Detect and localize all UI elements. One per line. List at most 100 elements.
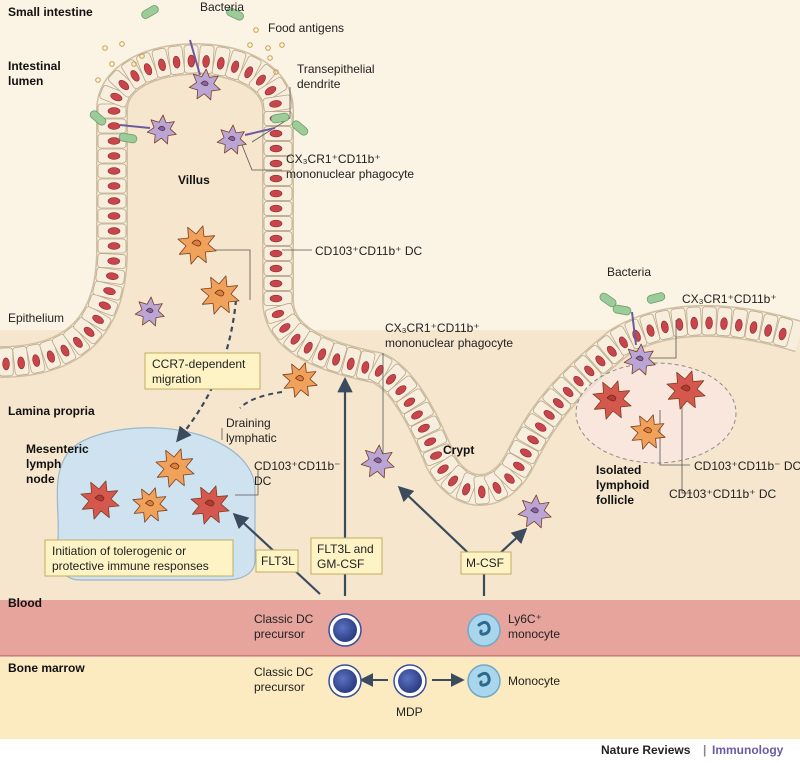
- epithelial-cell: [211, 46, 231, 77]
- label-transepithelial: Transepithelial: [297, 62, 375, 76]
- epithelial-cell: [263, 231, 293, 246]
- label-migration: migration: [152, 372, 201, 386]
- epithelial-cell: [473, 475, 490, 505]
- credit-journal: Nature Reviews: [601, 743, 691, 757]
- credit-section: Immunology: [712, 743, 784, 757]
- epithelial-cell: [311, 337, 334, 368]
- epithelial-cell: [99, 85, 130, 108]
- epithelial-cell: [368, 354, 393, 385]
- epithelial-cell: [263, 171, 293, 186]
- text-labels: Small intestine Intestinal lumen Villus …: [8, 0, 800, 719]
- label-mcsf: M-CSF: [466, 556, 504, 570]
- epithelial-cell: [63, 326, 90, 356]
- label-precursor-blood: precursor: [254, 627, 305, 641]
- epithelial-cell: [296, 331, 322, 361]
- classic-dc-precursor-blood: [328, 613, 362, 647]
- epithelial-cell: [263, 201, 293, 216]
- epithelial-cell: [263, 246, 293, 261]
- draining-dash: [239, 391, 283, 409]
- label-food-antigens: Food antigens: [268, 21, 344, 35]
- phagocyte-ilf: [623, 343, 656, 376]
- label-bone-marrow: Bone marrow: [8, 661, 85, 675]
- epithelial-cell: [410, 415, 441, 440]
- epithelial-cell: [455, 472, 479, 503]
- dendrite-right: [244, 127, 276, 136]
- label-ly6c: Ly6C⁺: [508, 612, 542, 626]
- epithelial-cell: [167, 45, 186, 75]
- label-mono-phago-villus: mononuclear phagocyte: [286, 167, 414, 181]
- label-draining: Draining: [226, 416, 271, 430]
- label-mesenteric: Mesenteric: [26, 442, 89, 456]
- epithelial-cell: [509, 439, 540, 465]
- epithelial-cell: [283, 323, 311, 353]
- label-villus: Villus: [178, 173, 210, 187]
- label-mono-phago-crypt: mononuclear phagocyte: [385, 336, 513, 350]
- classic-dc-precursor-bm: [328, 664, 362, 698]
- label-small-intestine: Small intestine: [8, 5, 93, 19]
- epithelial-cell: [136, 52, 159, 83]
- epithelial-cell: [97, 253, 127, 269]
- label-bacteria-right: Bacteria: [607, 265, 651, 279]
- dc-lamina-migrating: [282, 362, 318, 398]
- dc-villus-2: [200, 275, 240, 315]
- epithelial-cell: [758, 313, 779, 344]
- monocyte-bm: [467, 664, 501, 698]
- epithelial-cell: [262, 94, 293, 113]
- label-cx3-villus: CX₃CR1⁺CD11b⁺: [286, 152, 381, 166]
- food-antigen: [102, 45, 108, 51]
- phagocyte-villus-right: [216, 124, 247, 155]
- label-cx3-crypt: CX₃CR1⁺CD11b⁺: [385, 321, 480, 335]
- bacterium: [226, 7, 244, 21]
- food-antigen: [279, 42, 285, 48]
- epithelial-cell: [502, 452, 533, 478]
- label-flt3l-and: FLT3L and: [317, 542, 374, 556]
- food-antigen: [131, 61, 137, 67]
- bacterium: [118, 132, 138, 144]
- epithelial-cell: [585, 345, 613, 374]
- epithelial-cell: [484, 471, 509, 502]
- label-lymphatic: lymphatic: [226, 431, 277, 445]
- epithelial-cell: [772, 317, 794, 348]
- epithelial-cell: [26, 343, 46, 374]
- epithelial-cell: [263, 261, 293, 276]
- label-dendrite: dendrite: [297, 77, 341, 91]
- flt3l-gmcsf-box: [310, 537, 383, 575]
- dc-mln-3: [132, 487, 168, 523]
- epithelial-cell: [237, 55, 262, 86]
- label-cd103-ilf-neg: CD103⁺CD11b⁻ DC: [694, 459, 800, 473]
- epithelial-cell: [12, 346, 30, 376]
- ly6c-monocyte-blood: [467, 613, 501, 647]
- epithelial-cell: [610, 325, 635, 356]
- epithelial-cell: [416, 429, 448, 453]
- epithelial-cell: [639, 313, 661, 344]
- bacterium: [612, 304, 632, 316]
- label-intestinal: Intestinal: [8, 59, 61, 73]
- epithelial-cell: [39, 339, 62, 370]
- label-precursor-bm: precursor: [254, 680, 305, 694]
- label-classic-blood: Classic DC: [254, 612, 314, 626]
- label-cd103-mln: CD103⁺CD11b⁻: [254, 459, 340, 473]
- label-crypt: Crypt: [443, 443, 474, 457]
- epithelial-cell: [326, 342, 348, 373]
- credit-line: Nature Reviews | Immunology: [601, 743, 784, 757]
- label-mdp: MDP: [396, 705, 423, 719]
- epithelial-cell: [654, 309, 674, 340]
- label-follicle: follicle: [596, 493, 634, 507]
- label-boxes: [44, 352, 512, 577]
- phagocyte-crypt-1: [360, 444, 395, 479]
- food-antigen: [265, 45, 271, 51]
- epithelial-cell: [257, 77, 288, 103]
- epithelial-cell: [670, 307, 688, 338]
- food-antigen: [253, 27, 259, 33]
- immune-cells: [80, 5, 706, 698]
- epithelial-cell: [51, 333, 77, 364]
- credit-separator: |: [703, 743, 706, 757]
- food-antigen: [267, 55, 273, 61]
- label-node: node: [26, 472, 55, 486]
- bacterium: [141, 5, 159, 19]
- label-isolated: Isolated: [596, 463, 641, 477]
- food-antigen: [139, 53, 145, 59]
- epithelial-cell: [97, 178, 127, 194]
- food-antigen: [273, 69, 279, 75]
- flt3l-box: [255, 549, 299, 573]
